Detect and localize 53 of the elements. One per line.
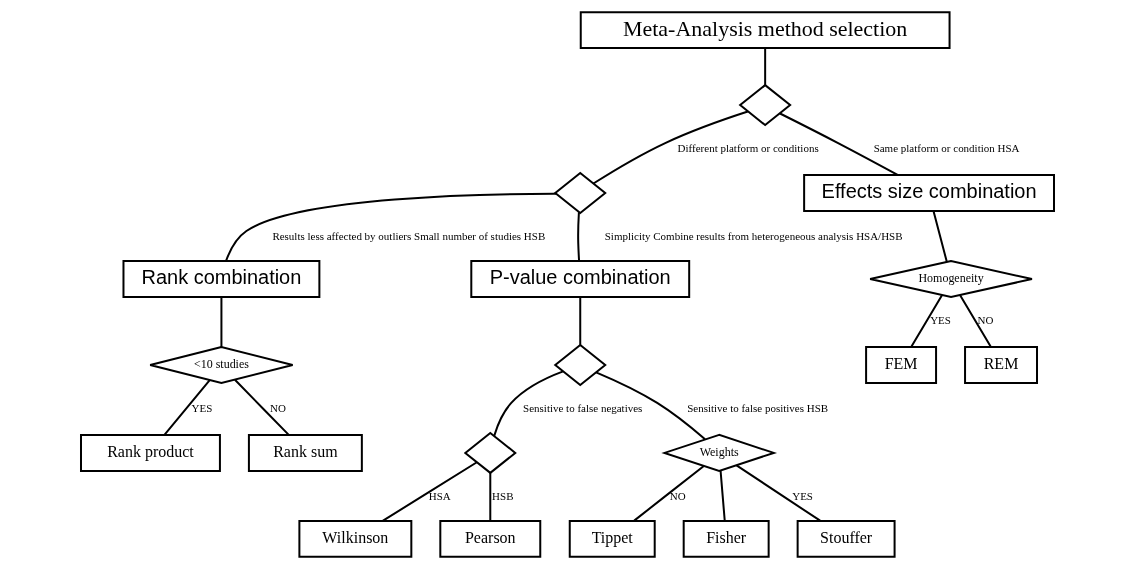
node-box: Stouffer: [796, 519, 896, 558]
connector: [493, 370, 565, 437]
connector: [592, 110, 749, 185]
edge-label: NO: [977, 313, 994, 326]
edge-label: NO: [269, 401, 286, 414]
connector: [959, 294, 992, 348]
edge-label: Results less affected by outliers Small number of studies HSB: [272, 229, 546, 242]
connector: [489, 471, 492, 522]
connector: [779, 112, 899, 176]
node-box: Pearson: [439, 519, 542, 558]
connector: [220, 296, 223, 348]
connector: [233, 378, 290, 436]
node-diamond: [553, 343, 607, 387]
connector: [163, 379, 211, 436]
connector: [381, 461, 478, 522]
edge-label: YES: [930, 313, 951, 326]
edge-label: Sensitive to false negatives: [523, 401, 643, 414]
node-box: REM: [964, 345, 1038, 384]
node-box: Rank sum: [247, 433, 363, 472]
node-box: Tippet: [568, 519, 656, 558]
edge-label: Different platform or conditions: [677, 141, 819, 154]
connector: [225, 192, 558, 262]
connector: [595, 371, 707, 441]
edge-label: Same platform or condition HSA: [873, 141, 1020, 154]
node-box: Wilkinson: [298, 519, 413, 558]
node-diamond: [553, 171, 607, 215]
connector: [764, 47, 767, 86]
edge-label: HSB: [492, 489, 514, 502]
node-box: FEM: [865, 345, 938, 384]
edge-label: Sensitive to false positives HSB: [687, 401, 829, 414]
edge-label: NO: [669, 489, 686, 502]
node-box: Effects size combination: [803, 174, 1055, 213]
edge-label: YES: [191, 401, 213, 414]
connector: [579, 296, 582, 346]
node-diamond: [463, 431, 517, 475]
connector: [735, 464, 822, 522]
node-box: Meta-Analysis method selection: [579, 11, 951, 50]
node-diamond: Weights: [661, 433, 778, 472]
connector: [910, 294, 944, 348]
node-diamond: <10 studies: [149, 345, 294, 384]
edge-label: HSA: [428, 489, 451, 502]
node-box: Rank product: [80, 433, 221, 472]
connector: [932, 210, 948, 263]
node-diamond: [738, 83, 792, 127]
connector: [577, 211, 581, 262]
edge-label: Simplicity Combine results from heterogeneous analysis HSA/HSB: [604, 229, 903, 242]
node-box: Rank combination: [122, 260, 321, 298]
connector: [633, 464, 705, 522]
edge-label: YES: [792, 489, 814, 502]
node-box: Fisher: [682, 519, 770, 558]
node-diamond: Homogeneity: [869, 260, 1033, 298]
node-box: P-value combination: [470, 260, 691, 298]
connector: [719, 469, 726, 522]
